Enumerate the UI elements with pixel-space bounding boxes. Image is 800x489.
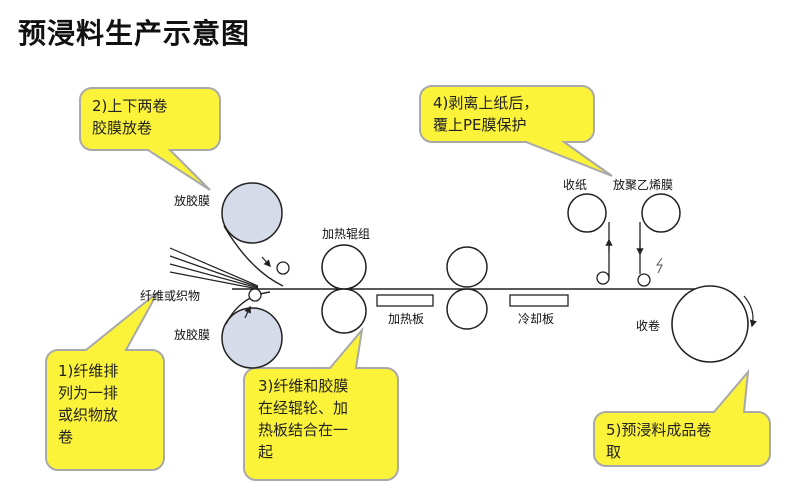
callout-1-line-3: 或织物放 [58,406,119,424]
top-film-path [223,225,284,287]
callout-3-line-4: 起 [258,443,274,461]
callout-2-line-1: 2)上下两卷 [92,97,168,115]
callout-4-text: 4)剥离上纸后， 覆上PE膜保护 [433,92,538,136]
roller-pair-bottom [446,288,488,330]
label-cooling-plate: 冷却板 [518,312,555,326]
label-paper-takeup: 收纸 [563,178,588,192]
bottom-film-path [225,291,271,325]
callout-2-text: 2)上下两卷 胶膜放卷 [92,95,167,139]
pe-film-roll [641,193,681,233]
callout-bubble-4 [419,85,613,177]
bottom-film-roll [221,307,283,369]
label-windup: 收卷 [636,319,661,333]
callout-3-text: 3)纤维和胶膜 在经辊轮、加 热板结合在一 起 [258,375,348,463]
fiber-strands [169,247,259,290]
callout-5-text: 5)预浸料成品卷 取 [606,419,711,463]
peel-mark [656,257,663,274]
heating-roller-top [321,244,367,290]
heating-plate [376,294,434,307]
callout-bubble-2 [79,87,221,191]
callout-1-line-4: 卷 [58,428,74,446]
callout-bubble-5 [593,368,771,467]
top-film-roll [221,182,283,244]
callout-4-line-1: 4)剥离上纸后， [433,94,539,112]
label-heating-plate: 加热板 [388,312,425,326]
label-fiber: 纤维或织物 [140,289,201,303]
callout-3-line-3: 热板结合在一 [258,421,349,439]
label-bottom-film: 放胶膜 [174,328,211,342]
callout-3-line-1: 3)纤维和胶膜 [258,377,349,395]
callout-1-line-1: 1)纤维排 [58,362,119,380]
diagram-title: 预浸料生产示意图 [18,17,251,50]
label-pe-film: 放聚乙烯膜 [613,178,674,192]
callout-2-line-2: 胶膜放卷 [92,119,153,137]
windup-rotation-arrow [743,295,757,328]
roller-pair-top [446,246,488,288]
callout-1-text: 1)纤维排 列为一排 或织物放 卷 [58,360,118,448]
callout-bubble-1 [45,291,165,471]
callout-3-line-2: 在经辊轮、加 [258,399,349,417]
top-guide-roll [276,261,290,275]
paper-guide-roll [596,271,610,285]
pe-guide-roll [637,273,651,287]
heating-roller-bottom [321,288,367,334]
label-roller-group: 加热辊组 [322,227,371,241]
callout-5-line-2: 取 [606,443,622,461]
callout-5-line-1: 5)预浸料成品卷 [606,421,712,439]
paper-takeup-roll [567,193,607,233]
callout-1-line-2: 列为一排 [58,384,119,402]
callout-4-line-2: 覆上PE膜保护 [433,116,527,134]
bottom-guide-roll [248,288,262,302]
callout-bubble-3 [243,326,399,481]
cooling-plate [509,294,569,307]
windup-roll [671,285,749,363]
label-top-film: 放胶膜 [174,194,211,208]
